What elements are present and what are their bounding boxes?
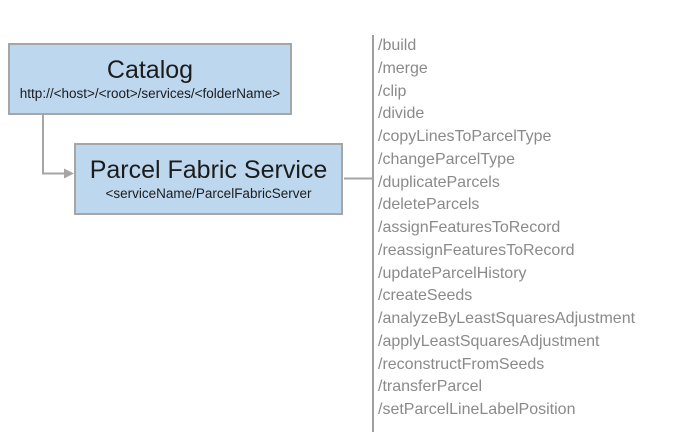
arrowhead-icon	[64, 168, 74, 179]
operation-item: /setParcelLineLabelPosition	[378, 401, 576, 418]
operation-item: /assignFeaturesToRecord	[378, 219, 561, 236]
catalog-to-service-connector	[42, 115, 64, 175]
catalog-title: Catalog	[106, 56, 194, 84]
catalog-url: http://<host>/<root>/services/<folderNam…	[19, 86, 281, 101]
parcel-fabric-service-node: Parcel Fabric Service <serviceName/Parce…	[74, 143, 343, 215]
operation-item: /divide	[378, 105, 425, 123]
operation-item: /updateParcelHistory	[378, 264, 527, 282]
operation-item: /merge	[378, 59, 428, 77]
service-title: Parcel Fabric Service	[89, 156, 328, 184]
operation-item: /deleteParcels	[378, 196, 480, 214]
operation-item: /analyzeByLeastSquaresAdjustment	[378, 310, 636, 327]
operation-item: /createSeeds	[378, 287, 473, 305]
service-url: <serviceName/ParcelFabricServer	[105, 186, 312, 201]
operation-item: /reconstructFromSeeds	[378, 355, 545, 373]
operation-item: /copyLinesToParcelType	[378, 128, 552, 145]
operation-item: /build	[378, 37, 417, 54]
operation-item: /reassignFeaturesToRecord	[378, 241, 575, 259]
operations-list: /build /merge /clip /divide /copyLinesTo…	[378, 35, 635, 422]
operation-item: /applyLeastSquaresAdjustment	[378, 332, 600, 350]
catalog-node: Catalog http://<host>/<root>/services/<f…	[8, 43, 292, 115]
operation-item: /changeParcelType	[378, 150, 515, 168]
operation-item: /duplicateParcels	[378, 173, 500, 191]
operation-item: /clip	[378, 82, 407, 100]
operation-item: /transferParcel	[378, 378, 483, 396]
